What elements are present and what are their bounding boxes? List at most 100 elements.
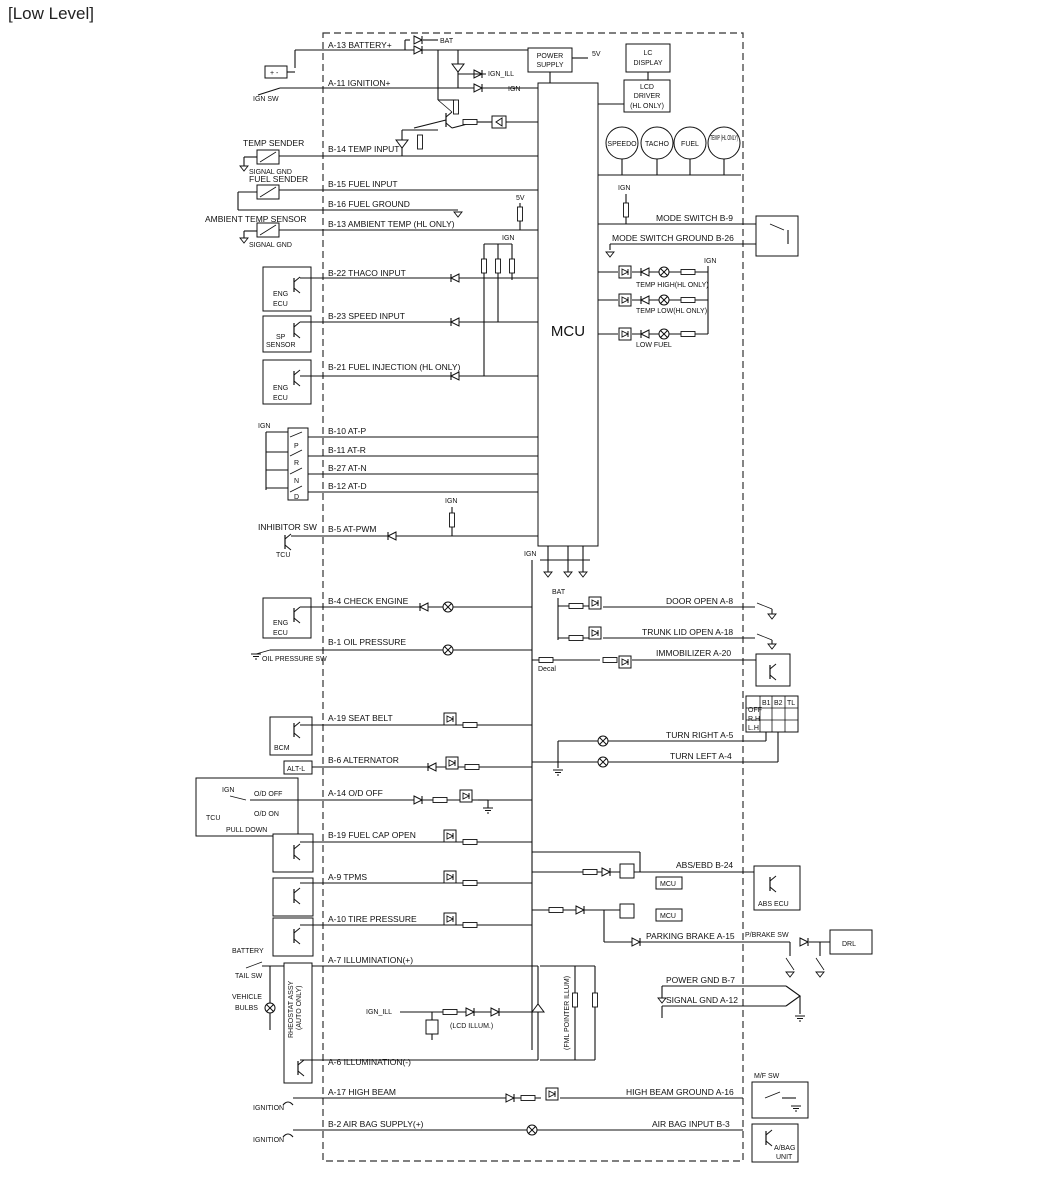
pin-b14: B-14 TEMP INPUT bbox=[328, 144, 399, 154]
oil-pressure-sw-label: OIL PRESSURE SW bbox=[262, 656, 327, 663]
pin-a13: A-13 BATTERY+ bbox=[328, 40, 392, 50]
ign-bus-label: IGN bbox=[524, 551, 536, 558]
five-volt-label: 5V bbox=[592, 51, 601, 58]
pin-b24: ABS/EBD B-24 bbox=[676, 860, 733, 870]
vehicle-label: VEHICLE bbox=[232, 994, 262, 1001]
lamp-icon bbox=[597, 735, 609, 747]
ign-label-2: IGN bbox=[502, 235, 514, 242]
lamp-icon bbox=[526, 1124, 538, 1136]
bat-label: BAT bbox=[440, 38, 454, 45]
low-fuel-label: LOW FUEL bbox=[636, 342, 672, 349]
tcu-od-block bbox=[195, 777, 299, 837]
mf-sw-label: M/F SW bbox=[754, 1073, 780, 1080]
ign-label: IGN bbox=[508, 86, 520, 93]
inhibitor-sw-label: INHIBITOR SW bbox=[258, 522, 317, 532]
pin-a9: A-9 TPMS bbox=[328, 872, 367, 882]
svg-text:+ -: + - bbox=[270, 70, 279, 77]
mf-switch-block bbox=[751, 1081, 809, 1119]
battery-label: BATTERY bbox=[232, 948, 264, 955]
grid-label: OFF bbox=[748, 707, 762, 714]
mcu-box-label: MCU bbox=[660, 913, 676, 920]
drl-label: DRL bbox=[842, 941, 856, 948]
mcu-label: MCU bbox=[551, 323, 585, 340]
pin-b5: B-5 AT-PWM bbox=[328, 524, 377, 534]
pin-b11: B-11 AT-R bbox=[328, 445, 366, 455]
power-supply-label: POWER bbox=[537, 53, 563, 60]
pin-a10: A-10 TIRE PRESSURE bbox=[328, 914, 417, 924]
fuel-sender-label: FUEL SENDER bbox=[249, 174, 308, 184]
gear-r-label: R bbox=[294, 460, 299, 467]
pin-b7: POWER GND B-7 bbox=[666, 975, 735, 985]
power-supply-label: SUPPLY bbox=[536, 62, 563, 69]
bat-label-2: BAT bbox=[552, 589, 566, 596]
pin-a7: A-7 ILLUMINATION(+) bbox=[328, 955, 413, 965]
mcu-block bbox=[537, 82, 599, 547]
ignition-label-2: IGNITION bbox=[253, 1137, 284, 1144]
lamp-icon bbox=[264, 1002, 276, 1014]
grid-label: TL bbox=[787, 700, 795, 707]
pointer-illum-label: (FML POINTER ILLUM) bbox=[564, 976, 571, 1050]
od-on-label: O/D ON bbox=[254, 811, 279, 818]
lcd-driver-label: (HL ONLY) bbox=[630, 103, 664, 110]
pin-a5: TURN RIGHT A-5 bbox=[666, 730, 734, 740]
bcm-label: BCM bbox=[274, 745, 290, 752]
tcu-label-2: TCU bbox=[206, 815, 220, 822]
ign-ill-label: IGN_ILL bbox=[488, 71, 514, 78]
airbag-label: A/BAG bbox=[774, 1145, 795, 1152]
ign-sw-label: IGN SW bbox=[253, 96, 279, 103]
pin-b21: B-21 FUEL INJECTION (HL ONLY) bbox=[328, 362, 461, 372]
ign-warn-label: IGN bbox=[704, 258, 716, 265]
lamp-icon bbox=[658, 266, 670, 278]
mcu-box-label: MCU bbox=[660, 881, 676, 888]
lcd-driver-block bbox=[623, 79, 671, 113]
diagram-heading: [Low Level] bbox=[8, 4, 94, 23]
grid-label: B2 bbox=[774, 700, 783, 707]
pin-b3: AIR BAG INPUT B-3 bbox=[652, 1119, 730, 1129]
gauge-tacho: TACHO bbox=[640, 126, 674, 175]
pin-b1: B-1 OIL PRESSURE bbox=[328, 637, 406, 647]
ign-ill-label-2: IGN_ILL bbox=[366, 1009, 392, 1016]
pin-b15: B-15 FUEL INPUT bbox=[328, 179, 398, 189]
temp-low-label: TEMP LOW(HL ONLY) bbox=[636, 308, 707, 315]
pin-a16: HIGH BEAM GROUND A-16 bbox=[626, 1087, 734, 1097]
alt-l-label: ALT-L bbox=[287, 766, 305, 773]
gauge-speedo: SPEEDO bbox=[605, 126, 639, 175]
gauge-label: TEMP (HL ONLY) bbox=[710, 135, 738, 142]
grid-label: R.H bbox=[748, 716, 760, 723]
lamp-icon bbox=[658, 294, 670, 306]
tail-sw-label: TAIL SW bbox=[235, 973, 263, 980]
pin-b6: B-6 ALTERNATOR bbox=[328, 755, 399, 765]
gear-d-label: D bbox=[294, 494, 299, 501]
lamp-icon bbox=[442, 644, 454, 656]
mcu-box-2 bbox=[655, 908, 683, 922]
ign-od-label: IGN bbox=[222, 787, 234, 794]
airbag-label: UNIT bbox=[776, 1154, 793, 1161]
pin-a6: A-6 ILLUMINATION(-) bbox=[328, 1057, 411, 1067]
gauge-label: TACHO bbox=[645, 141, 670, 148]
gear-n-label: N bbox=[294, 478, 299, 485]
ecu-label: ECU bbox=[273, 630, 288, 637]
pin-a18: TRUNK LID OPEN A-18 bbox=[642, 627, 733, 637]
ign-switch bbox=[257, 87, 281, 96]
rheostat-label: (AUTO ONLY) bbox=[296, 986, 303, 1030]
pin-b2: B-2 AIR BAG SUPPLY(+) bbox=[328, 1119, 424, 1129]
pin-b9: MODE SWITCH B-9 bbox=[656, 213, 733, 223]
pin-a14: A-14 O/D OFF bbox=[328, 788, 383, 798]
ign-pwm-label: IGN bbox=[445, 498, 457, 505]
tcu-label: TCU bbox=[276, 552, 290, 559]
od-off-label: O/D OFF bbox=[254, 791, 282, 798]
pin-a19: A-19 SEAT BELT bbox=[328, 713, 393, 723]
rheostat-label: RHEOSTAT ASSY bbox=[288, 980, 295, 1038]
lc-display-label: LC bbox=[644, 50, 653, 57]
pin-b27: B-27 AT-N bbox=[328, 463, 367, 473]
pin-a12: SIGNAL GND A-12 bbox=[666, 995, 738, 1005]
pin-b19: B-19 FUEL CAP OPEN bbox=[328, 830, 416, 840]
drl-block bbox=[829, 929, 873, 955]
eng-label: ENG bbox=[273, 620, 288, 627]
pin-b12: B-12 AT-D bbox=[328, 481, 367, 491]
power-supply-block bbox=[527, 47, 573, 73]
ecu-block-tpms bbox=[272, 877, 314, 917]
pin-a4: TURN LEFT A-4 bbox=[670, 751, 732, 761]
ground-icon bbox=[543, 571, 553, 578]
